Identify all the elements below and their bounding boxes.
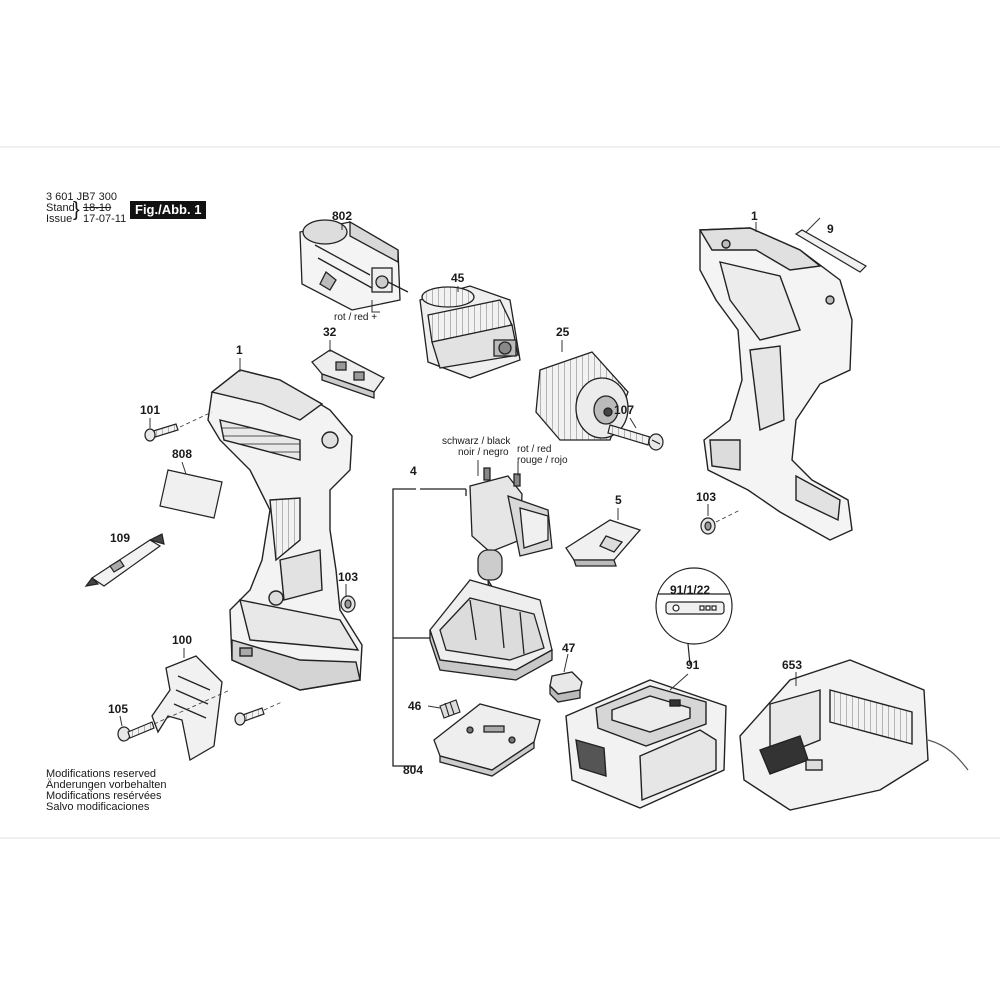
- spring-46: [439, 699, 461, 719]
- part-label-101: 101: [140, 403, 161, 417]
- part-label-107: 107: [614, 403, 635, 417]
- part-label-91: 91: [686, 658, 700, 672]
- part-label-47: 47: [562, 641, 576, 655]
- part-label-45: 45: [451, 271, 465, 285]
- part-number: 3 601 JB7 300: [46, 191, 117, 203]
- part-label-804: 804: [403, 763, 424, 777]
- motor-red-wire-label: rot / red +: [334, 312, 378, 323]
- part-label-9: 9: [827, 222, 834, 236]
- bracket-4: [392, 488, 467, 767]
- belt-clip-100: [151, 655, 223, 762]
- label-9: [794, 229, 867, 273]
- housing-right-1: [698, 227, 853, 541]
- part-label-103-left: 103: [338, 570, 359, 584]
- part-label-103-right: 103: [696, 490, 717, 504]
- bit-109: [84, 533, 165, 587]
- part-label-100: 100: [172, 633, 193, 647]
- stand-value: 18-10: [83, 202, 112, 214]
- brace-icon: }: [73, 199, 80, 221]
- contact-plate-804: [433, 703, 541, 777]
- part-label-105: 105: [108, 702, 129, 716]
- red-wire-label-2: rouge / rojo: [517, 455, 568, 466]
- motor-802: [299, 219, 409, 311]
- screw-101: [144, 423, 179, 442]
- nut-103-left: [340, 595, 356, 613]
- footer-line-3: Modifications resérvées: [46, 790, 162, 802]
- part-label-109: 109: [110, 531, 131, 545]
- screw-105: [117, 707, 265, 742]
- part-label-1-left: 1: [236, 343, 243, 357]
- part-label-653: 653: [782, 658, 803, 672]
- slide-5: [565, 519, 642, 567]
- part-label-46: 46: [408, 699, 422, 713]
- cover-32: [311, 349, 385, 399]
- part-label-91-1-22: 91/1/22: [670, 583, 711, 597]
- label-808: [159, 469, 223, 519]
- callout-91-1-22: [655, 567, 733, 665]
- screw-107: [607, 424, 664, 451]
- footer-line-4: Salvo modificaciones: [46, 801, 150, 813]
- footer-line-2: Änderungen vorbehalten: [46, 779, 167, 791]
- footer-line-1: Modifications reserved: [46, 768, 157, 780]
- part-label-802: 802: [332, 209, 353, 223]
- stand-label: Stand: [46, 202, 75, 214]
- black-wire-label-1: schwarz / black: [442, 436, 511, 447]
- issue-value: 17-07-11: [83, 213, 127, 225]
- part-label-808: 808: [172, 447, 193, 461]
- part-label-4: 4: [410, 464, 417, 478]
- issue-label: Issue: [46, 213, 73, 225]
- battery-91: [565, 679, 727, 809]
- charger-653: [739, 659, 969, 811]
- red-wire-label-1: rot / red: [517, 444, 552, 455]
- gearbox-45: [419, 285, 521, 379]
- housing-left-1: [207, 369, 363, 691]
- figure-badge: Fig./Abb. 1: [130, 201, 207, 219]
- button-47: [549, 671, 583, 703]
- chuck-25: [535, 351, 629, 441]
- part-label-1-right: 1: [751, 209, 758, 223]
- part-label-25: 25: [556, 325, 570, 339]
- switch-holder: [429, 579, 553, 681]
- part-label-32: 32: [323, 325, 337, 339]
- black-wire-label-2: noir / negro: [458, 447, 509, 458]
- nut-103-right: [700, 517, 716, 535]
- part-label-5: 5: [615, 493, 622, 507]
